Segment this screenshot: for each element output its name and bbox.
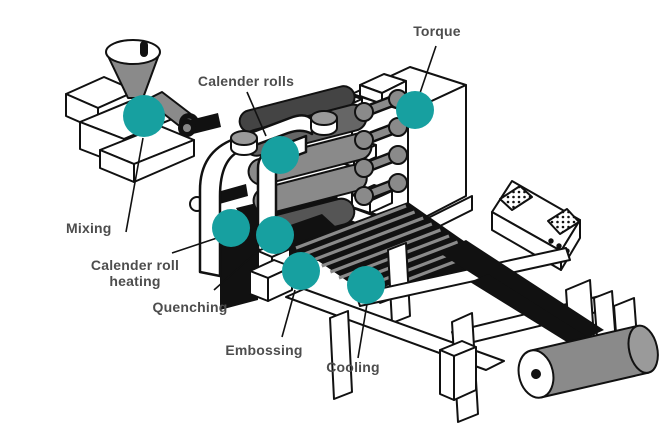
console-keypad bbox=[499, 185, 580, 235]
label-torque: Torque bbox=[413, 23, 461, 39]
label-mixing: Mixing bbox=[66, 220, 112, 236]
wound-roll bbox=[517, 324, 659, 399]
leader-line-cooling bbox=[357, 303, 368, 359]
hotspot-calender-roll-heating[interactable] bbox=[212, 209, 250, 247]
leader-line-calender-rolls bbox=[246, 91, 267, 137]
label-embossing: Embossing bbox=[225, 342, 303, 358]
label-calender-rolls: Calender rolls bbox=[197, 73, 295, 89]
label-calender-roll-heating: Calender roll heating bbox=[90, 257, 180, 289]
leader-line-quenching bbox=[213, 248, 261, 291]
leader-lines bbox=[125, 45, 437, 359]
hotspot-cooling[interactable] bbox=[347, 266, 385, 304]
hotspot-embossing[interactable] bbox=[282, 252, 320, 290]
hopper-slot bbox=[140, 41, 148, 57]
hotspot-quenching[interactable] bbox=[256, 216, 294, 254]
leader-line-torque bbox=[419, 45, 437, 94]
winder-illustration bbox=[438, 240, 659, 423]
label-cooling: Cooling bbox=[326, 359, 380, 375]
leader-line-mixing bbox=[125, 137, 144, 233]
hotspot-calender-rolls[interactable] bbox=[261, 136, 299, 174]
leader-line-heating bbox=[171, 237, 218, 254]
hotspot-torque[interactable] bbox=[396, 91, 434, 129]
leader-line-embossing bbox=[281, 289, 296, 338]
label-quenching: Quenching bbox=[152, 299, 228, 315]
film-web bbox=[438, 240, 604, 342]
hotspot-mixing[interactable] bbox=[123, 95, 165, 137]
drive-couplings-illustration bbox=[354, 89, 408, 206]
